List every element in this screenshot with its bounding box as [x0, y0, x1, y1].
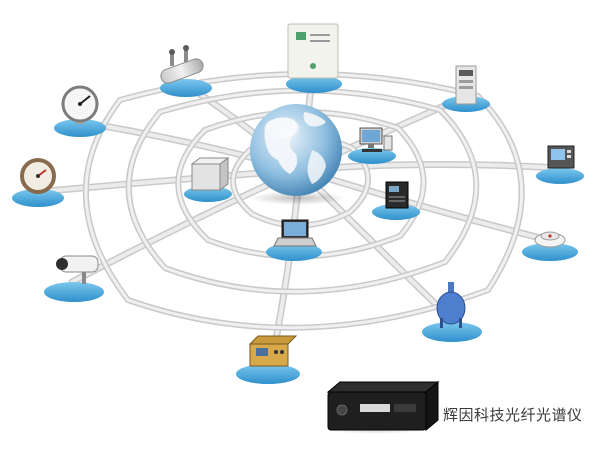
cloud-platform [286, 75, 342, 93]
cloud-platform [236, 364, 300, 384]
field-test-case-icon [248, 335, 298, 367]
cloud-platform [266, 243, 322, 261]
product-caption: 辉因科技光纤光谱仪 [443, 406, 583, 424]
cloud-platform [12, 189, 64, 207]
fiber-spectrometer-node[interactable] [324, 380, 440, 434]
cloud-platform [348, 148, 396, 164]
gas-pipeline-node[interactable] [159, 45, 212, 97]
pressure-gauge-node[interactable] [54, 85, 106, 137]
cloud-platform [536, 168, 584, 184]
cloud-platform [522, 243, 578, 261]
control-cabinet-node[interactable] [286, 23, 342, 93]
reactor-vessel-node[interactable] [422, 282, 482, 342]
pressure-gauge-icon [61, 85, 99, 124]
touch-panel-icon [547, 145, 575, 169]
control-cabinet-icon [287, 23, 339, 79]
laptop-node[interactable] [266, 219, 322, 261]
fiber-spectrometer-icon [326, 380, 440, 432]
thermometer-dial-icon [20, 158, 56, 194]
server-rack-node[interactable] [442, 65, 490, 112]
laptop-icon [273, 219, 317, 247]
cloud-platform [44, 282, 104, 302]
security-camera-icon [56, 255, 99, 284]
reactor-vessel-icon [436, 282, 466, 328]
cloud-platform [54, 119, 106, 137]
industrial-printer-icon [385, 181, 409, 209]
globe-icon [250, 104, 346, 205]
touch-panel-node[interactable] [536, 145, 584, 184]
cloud-platform [422, 322, 482, 342]
smoke-detector-icon [534, 231, 566, 248]
industrial-printer-node[interactable] [372, 181, 420, 220]
junction-box-icon [190, 157, 230, 191]
desktop-pc-node[interactable] [348, 127, 396, 164]
gas-pipeline-icon [160, 45, 204, 84]
thermometer-dial-node[interactable] [12, 158, 64, 207]
server-rack-icon [455, 65, 477, 105]
junction-box-node[interactable] [184, 157, 232, 202]
desktop-pc-icon [359, 127, 393, 152]
cloud-platform [160, 79, 212, 97]
security-camera-node[interactable] [44, 255, 104, 302]
field-test-case-node[interactable] [236, 335, 300, 384]
smoke-detector-node[interactable] [522, 231, 578, 261]
